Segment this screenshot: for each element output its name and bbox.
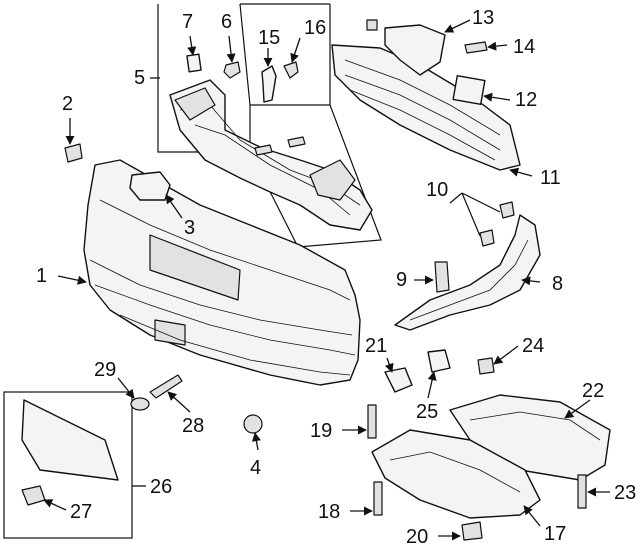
- callout-14: 14: [513, 36, 535, 58]
- nut-icon-25: [427, 349, 451, 373]
- callout-2: 2: [62, 93, 73, 115]
- pushpin-icon-20: [461, 521, 483, 541]
- bumper-cover: [83, 159, 361, 386]
- callout-27: 27: [70, 501, 92, 523]
- bolt-icon-23: [577, 474, 587, 509]
- callout-8: 8: [552, 273, 563, 295]
- upper-bracket: [384, 24, 446, 76]
- bolt-icon-19: [367, 404, 377, 439]
- bolt-icon-top: [366, 19, 378, 31]
- callout-9: 9: [396, 269, 407, 291]
- bolt-icon-18: [373, 481, 383, 516]
- upper-absorber: [331, 44, 521, 171]
- callout-26: 26: [150, 476, 172, 498]
- callout-18: 18: [318, 501, 340, 523]
- callout-bracket-10b: [461, 192, 501, 213]
- screw-icon: [283, 61, 299, 79]
- side-support-bracket: [394, 214, 541, 331]
- callout-15: 15: [258, 27, 280, 49]
- callout-1: 1: [36, 265, 47, 287]
- callout-21: 21: [365, 335, 387, 357]
- callout-bracket-10: [449, 192, 463, 204]
- license-plate-bracket: [21, 399, 119, 481]
- license-group-box: [3, 391, 133, 539]
- callout-13: 13: [472, 7, 494, 29]
- clip-icon-10b: [479, 229, 495, 247]
- callout-25: 25: [416, 401, 438, 423]
- clip-icon-21: [384, 367, 413, 393]
- callout-7: 7: [182, 11, 193, 33]
- tow-hook-icon: [149, 374, 183, 399]
- bolt-icon-14: [464, 41, 488, 54]
- callout-10: 10: [426, 179, 448, 201]
- tow-cover-icon: [130, 397, 150, 411]
- screw-icon-2: [64, 143, 83, 163]
- callout-20: 20: [406, 526, 428, 548]
- callout-22: 22: [582, 380, 604, 402]
- bracket-icon: [261, 65, 277, 103]
- callout-bracket-10c: [461, 192, 481, 237]
- warning-label-icon: [452, 75, 486, 105]
- clip-icon-10a: [499, 201, 515, 219]
- callout-28: 28: [182, 415, 204, 437]
- leader-lines: [43, 19, 610, 541]
- bolt-icon: [254, 136, 306, 156]
- callout-11: 11: [540, 167, 561, 189]
- screw-icon-9: [434, 261, 450, 293]
- callout-12: 12: [515, 89, 537, 111]
- callout-3: 3: [184, 217, 195, 239]
- nut-icon-4: [243, 414, 263, 434]
- callout-19: 19: [310, 420, 332, 442]
- callout-5: 5: [134, 67, 145, 89]
- callout-6: 6: [221, 11, 232, 33]
- callout-16: 16: [304, 17, 326, 39]
- callout-4: 4: [250, 457, 261, 479]
- callout-17: 17: [544, 523, 566, 545]
- callout-29: 29: [94, 359, 116, 381]
- side-bracket: [129, 171, 171, 201]
- callout-24: 24: [522, 335, 544, 357]
- reinforcement-bar: [169, 79, 373, 231]
- callout-23: 23: [614, 482, 636, 504]
- clip-icon: [223, 61, 241, 79]
- pushpin-icon-27: [21, 485, 46, 506]
- pushpin-icon-24: [477, 357, 495, 375]
- label-plate-icon: [186, 53, 202, 73]
- group-box-reinforcement-lower: [249, 104, 382, 248]
